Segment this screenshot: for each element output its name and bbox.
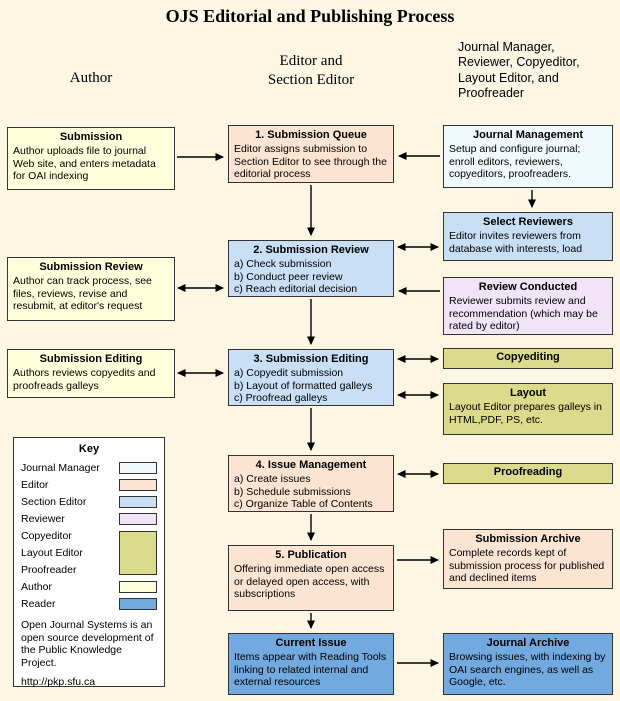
legend-group-labels: Copyeditor Layout Editor Proofreader — [21, 527, 83, 578]
legend-note: Open Journal Systems is an open source d… — [21, 619, 154, 669]
box-proofreading: Proofreading — [443, 463, 613, 484]
box-copyediting: Copyediting — [443, 348, 613, 369]
box-journal-management-body: Setup and configure journal; enroll edit… — [449, 143, 581, 180]
box-submission-archive-title: Submission Archive — [475, 533, 581, 545]
column-header-author: Author — [69, 70, 113, 86]
box-issue-management-body: a) Create issues b) Schedule submissions… — [234, 473, 373, 510]
box-author-submission-review-body: Author can track process, see files, rev… — [13, 275, 152, 312]
box-select-reviewers-body: Editor invites reviewers from database w… — [449, 230, 583, 255]
box-author-submission-review: Submission Review Author can track proce… — [7, 257, 175, 321]
legend-label-reviewer: Reviewer — [21, 512, 65, 525]
box-submission-body: Author uploads file to journal Web site,… — [13, 145, 156, 182]
legend-label-journal-manager: Journal Manager — [21, 461, 100, 474]
box-author-submission-editing-body: Authors reviews copyedits and proofreads… — [13, 367, 156, 392]
box-submission-queue-title: 1. Submission Queue — [255, 129, 367, 141]
box-review-conducted-title: Review Conducted — [478, 281, 578, 293]
box-submission-editing-step: 3. Submission Editing a) Copyedit submis… — [228, 349, 394, 406]
box-layout: Layout Layout Editor prepares galleys in… — [443, 383, 613, 435]
box-journal-management-title: Journal Management — [472, 129, 584, 141]
box-submission-editing-step-body: a) Copyedit submission b) Layout of form… — [234, 367, 373, 404]
legend-swatch-author — [119, 580, 157, 593]
legend-label-proofreader: Proofreader — [21, 563, 77, 576]
box-submission-review-step-title: 2. Submission Review — [253, 244, 369, 256]
box-current-issue-body: Items appear with Reading Tools linking … — [234, 651, 387, 688]
column-header-manager: Journal Manager, Reviewer, Copyeditor, L… — [458, 40, 580, 100]
box-layout-title: Layout — [509, 387, 547, 399]
legend-group-production-roles: Copyeditor Layout Editor Proofreader — [21, 527, 157, 578]
legend-label-section-editor: Section Editor — [21, 495, 87, 508]
box-submission-queue-body: Editor assigns submission to Section Edi… — [234, 143, 387, 180]
box-journal-archive-title: Journal Archive — [486, 637, 570, 649]
column-header-editor: Editor and Section Editor — [267, 53, 355, 88]
box-current-issue-title: Current Issue — [275, 637, 347, 649]
box-author-submission-review-title: Submission Review — [39, 261, 143, 273]
box-proofreading-title: Proofreading — [493, 466, 563, 478]
box-submission-review-step: 2. Submission Review a) Check submission… — [228, 240, 394, 297]
box-select-reviewers: Select Reviewers Editor invites reviewer… — [443, 212, 613, 261]
box-submission-queue: 1. Submission Queue Editor assigns submi… — [228, 125, 394, 183]
legend-swatch-section-editor — [119, 495, 157, 508]
legend-item-section-editor: Section Editor — [21, 493, 157, 510]
legend-swatch-reviewer — [119, 512, 157, 525]
legend-label-author: Author — [21, 580, 52, 593]
legend-item-reviewer: Reviewer — [21, 510, 157, 527]
box-submission-title: Submission — [59, 131, 123, 143]
box-layout-body: Layout Editor prepares galleys in HTML,P… — [449, 401, 602, 426]
box-submission-archive: Submission Archive Complete records kept… — [443, 529, 613, 589]
box-submission-review-step-body: a) Check submission b) Conduct peer revi… — [234, 258, 358, 295]
legend-label-reader: Reader — [21, 597, 56, 610]
legend-label-layout-editor: Layout Editor — [21, 546, 83, 559]
box-current-issue: Current Issue Items appear with Reading … — [228, 633, 394, 695]
legend-item-journal-manager: Journal Manager — [21, 459, 157, 476]
legend-swatch-production-roles — [119, 530, 157, 575]
pkp-url: http://pkp.sfu.ca — [21, 676, 96, 689]
legend-label-copyeditor: Copyeditor — [21, 529, 72, 542]
box-author-submission-editing-title: Submission Editing — [39, 353, 143, 365]
box-review-conducted: Review Conducted Reviewer submits review… — [443, 277, 613, 335]
box-copyediting-title: Copyediting — [496, 351, 560, 363]
box-journal-archive-body: Browsing issues, with indexing by OAI se… — [449, 651, 606, 688]
box-publication-title: 5. Publication — [275, 549, 347, 561]
box-submission-archive-body: Complete records kept of submission proc… — [449, 547, 605, 584]
legend: Key Journal Manager Editor Section Edito… — [13, 437, 165, 689]
legend-swatch-editor — [119, 478, 157, 491]
box-author-submission-editing: Submission Editing Authors reviews copye… — [7, 349, 175, 398]
box-review-conducted-body: Reviewer submits review and recommendati… — [449, 295, 598, 332]
box-submission: Submission Author uploads file to journa… — [7, 127, 175, 190]
legend-swatch-journal-manager — [119, 461, 157, 474]
legend-item-reader: Reader — [21, 595, 157, 612]
box-publication-body: Offering immediate open access or delaye… — [234, 563, 385, 600]
legend-swatch-reader — [119, 597, 157, 610]
box-submission-editing-step-title: 3. Submission Editing — [253, 353, 369, 365]
page-title: OJS Editorial and Publishing Process — [165, 6, 455, 26]
legend-label-editor: Editor — [21, 478, 49, 491]
legend-item-editor: Editor — [21, 476, 157, 493]
box-issue-management-title: 4. Issue Management — [255, 459, 367, 471]
legend-item-author: Author — [21, 578, 157, 595]
box-select-reviewers-title: Select Reviewers — [483, 216, 573, 228]
box-issue-management: 4. Issue Management a) Create issues b) … — [228, 455, 394, 512]
box-journal-archive: Journal Archive Browsing issues, with in… — [443, 633, 613, 695]
box-publication: 5. Publication Offering immediate open a… — [228, 545, 394, 611]
legend-title: Key — [78, 443, 100, 455]
box-journal-management: Journal Management Setup and configure j… — [443, 125, 613, 188]
